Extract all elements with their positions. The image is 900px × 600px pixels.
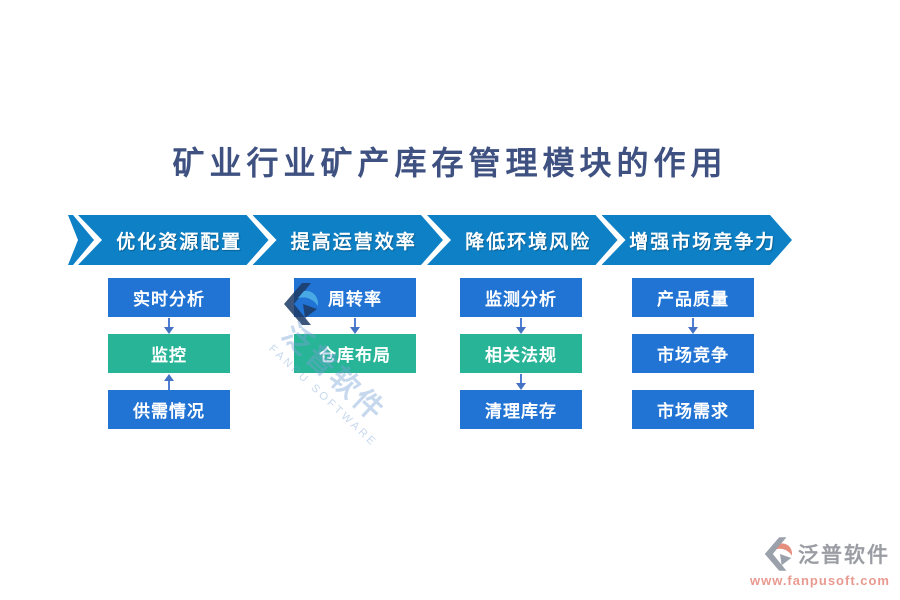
- flow-box: 监测分析: [460, 278, 582, 317]
- flow-box: 产品质量: [632, 278, 754, 317]
- arrow-up-icon: [108, 373, 230, 390]
- flow-box: 仓库布局: [294, 334, 416, 373]
- flow-box: 实时分析: [108, 278, 230, 317]
- banner-operational-efficiency: 提高运营效率: [253, 215, 444, 265]
- flow-box: 清理库存: [460, 390, 582, 429]
- arrow-down-icon: [460, 317, 582, 334]
- banner-market-competitiveness: 增强市场竞争力: [602, 215, 793, 265]
- page-title: 矿业行业矿产库存管理模块的作用: [172, 145, 728, 181]
- arrow-down-icon: [108, 317, 230, 334]
- connector-spacer: [632, 373, 754, 390]
- arrow-down-icon: [294, 317, 416, 334]
- footer-url: www.fanpusoft.com: [749, 573, 890, 588]
- flow-box: 供需情况: [108, 390, 230, 429]
- flow-column-2: 周转率 仓库布局: [294, 278, 416, 373]
- footer-brand-block: 泛普软件 www.fanpusoft.com: [750, 536, 890, 588]
- arrow-down-icon: [632, 317, 754, 334]
- footer-brand-name: 泛普软件: [798, 544, 890, 567]
- banner-optimize-resources: 优化资源配置: [78, 215, 269, 265]
- flow-box: 监控: [108, 334, 230, 373]
- flow-column-4: 产品质量 市场竞争 市场需求: [632, 278, 754, 429]
- fanpu-logo-icon: [764, 537, 793, 571]
- banner-row: 优化资源配置 提高运营效率 降低环境风险 增强市场竞争力: [68, 215, 792, 265]
- flow-box: 相关法规: [460, 334, 582, 373]
- banner-environmental-risk: 降低环境风险: [427, 215, 618, 265]
- flow-box: 市场需求: [632, 390, 754, 429]
- flow-column-3: 监测分析 相关法规 清理库存: [460, 278, 582, 429]
- flow-box: 周转率: [294, 278, 416, 317]
- flow-column-1: 实时分析 监控 供需情况: [108, 278, 230, 429]
- arrow-down-icon: [460, 373, 582, 390]
- flow-box: 市场竞争: [632, 334, 754, 373]
